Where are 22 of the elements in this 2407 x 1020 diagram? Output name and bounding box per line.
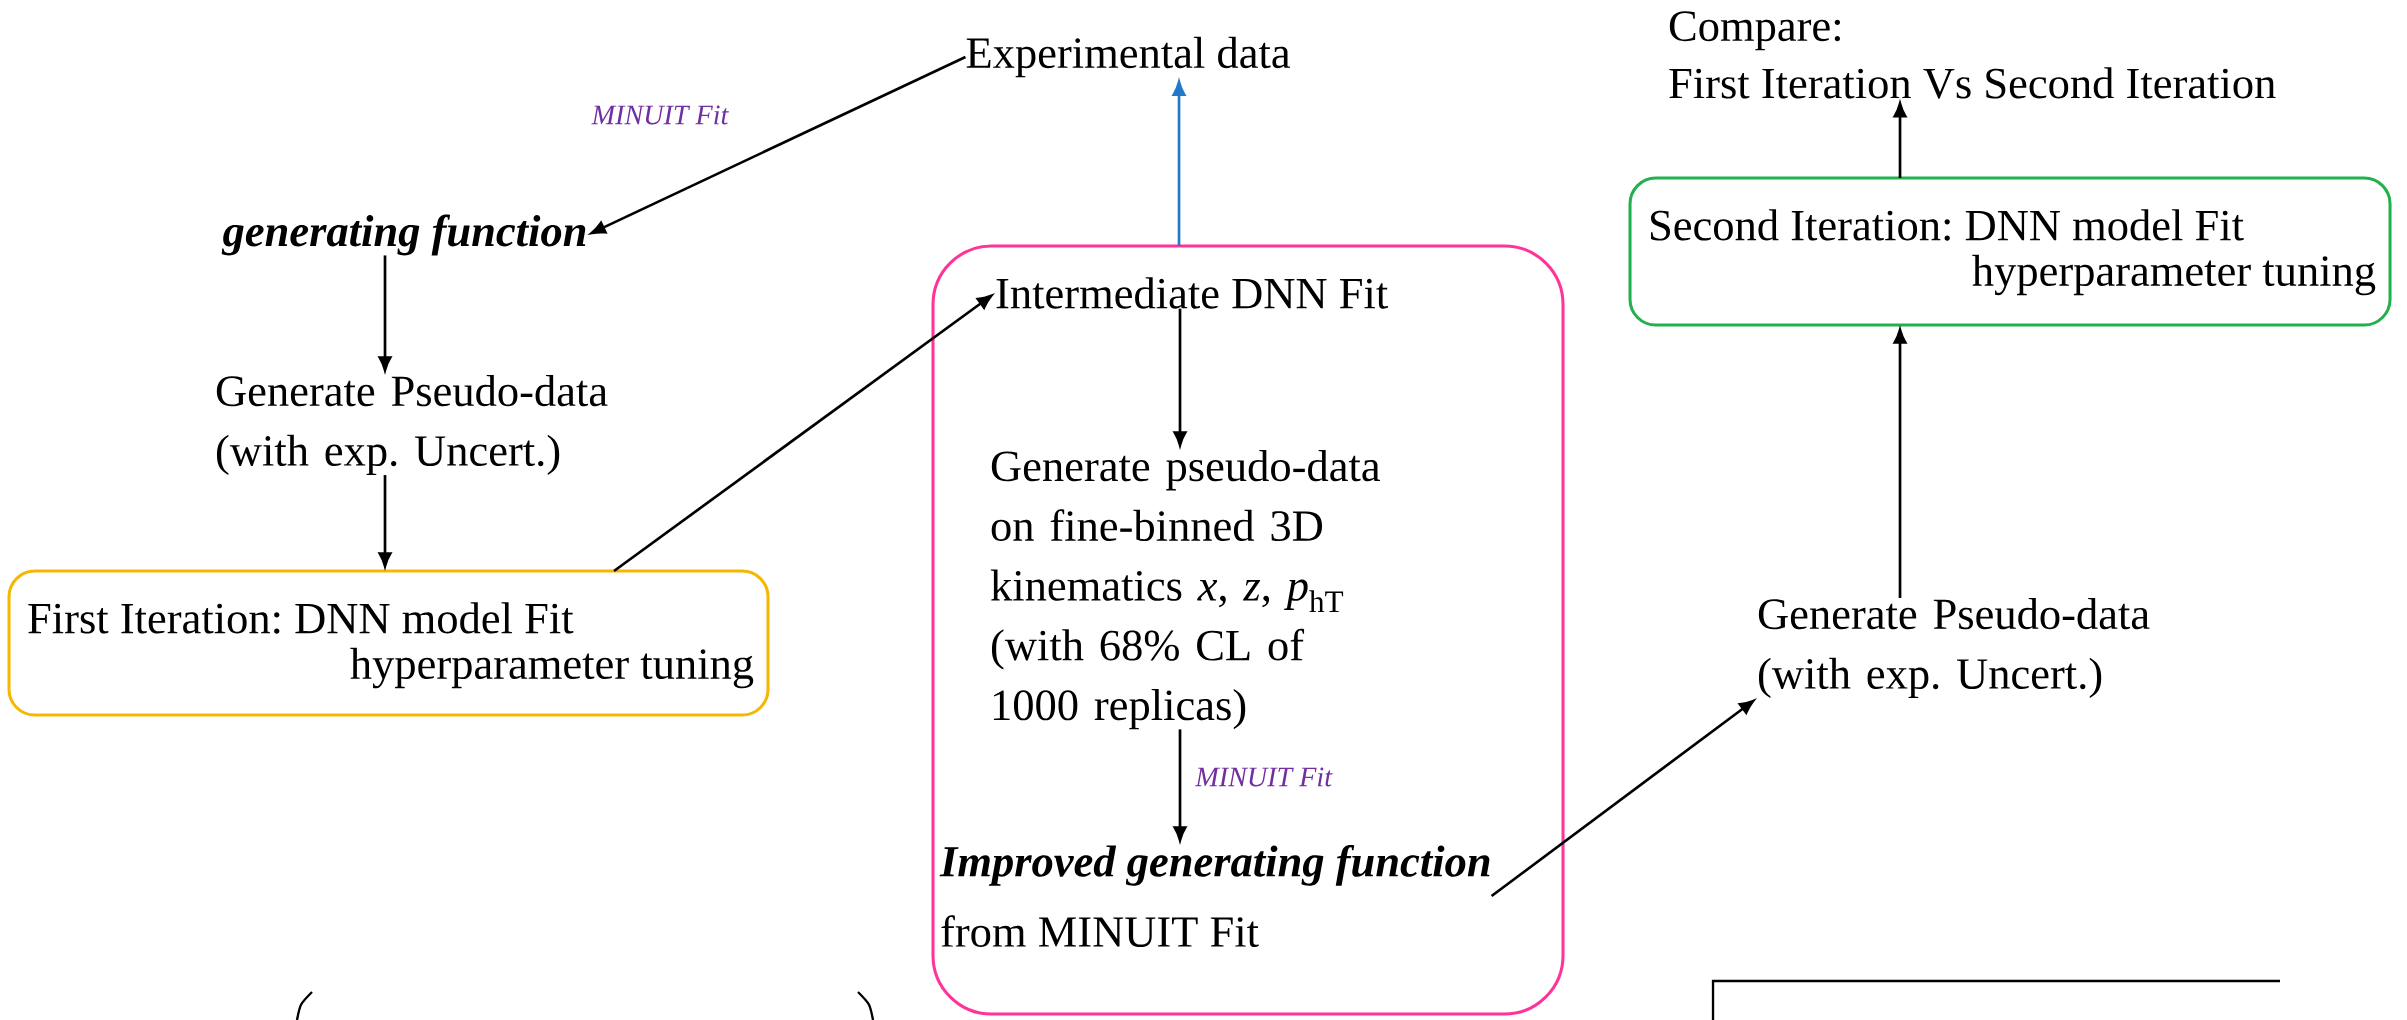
step-label: generating function: [221, 214, 586, 256]
edge-label: MINUIT Fit: [1193, 765, 1335, 789]
process-box: Second Iteration: DNN model Fit hyperparameter tuning: [1628, 176, 2392, 327]
arrow: [378, 475, 392, 568]
arrow: [613, 294, 993, 573]
arrow: [1893, 328, 1907, 598]
step-label: Intermediate DNN Fit: [996, 277, 1388, 309]
step-label: Generate Pseudo-data (with exp. Uncert.): [1758, 597, 2150, 699]
edge-label: MINUIT Fit: [589, 103, 731, 127]
step-label: Generate Pseudo-data (with exp. Uncert.): [216, 374, 608, 476]
process-box: First Iteration: DNN model Fit hyperparameter tuning: [7, 569, 770, 717]
step-label: Generate pseudo-data on fine-binned 3D kinematics x, z, p$_{hT}$ (with 68% CL of 1000 replicas): [990, 450, 1380, 730]
arrow: [378, 255, 392, 372]
arrow: [1893, 102, 1907, 178]
source-label: Experimental data: [966, 36, 1290, 78]
step-label: Improved generating function from MINUIT Fit: [939, 845, 1490, 948]
arrow: [1490, 699, 1755, 898]
arrow: [590, 55, 967, 235]
group-box: [931, 244, 1565, 1016]
arrow: [1173, 729, 1187, 842]
arrow: [1173, 308, 1187, 447]
result-label: Compare: First Iteration Vs Second Iteration: [1669, 11, 2276, 99]
